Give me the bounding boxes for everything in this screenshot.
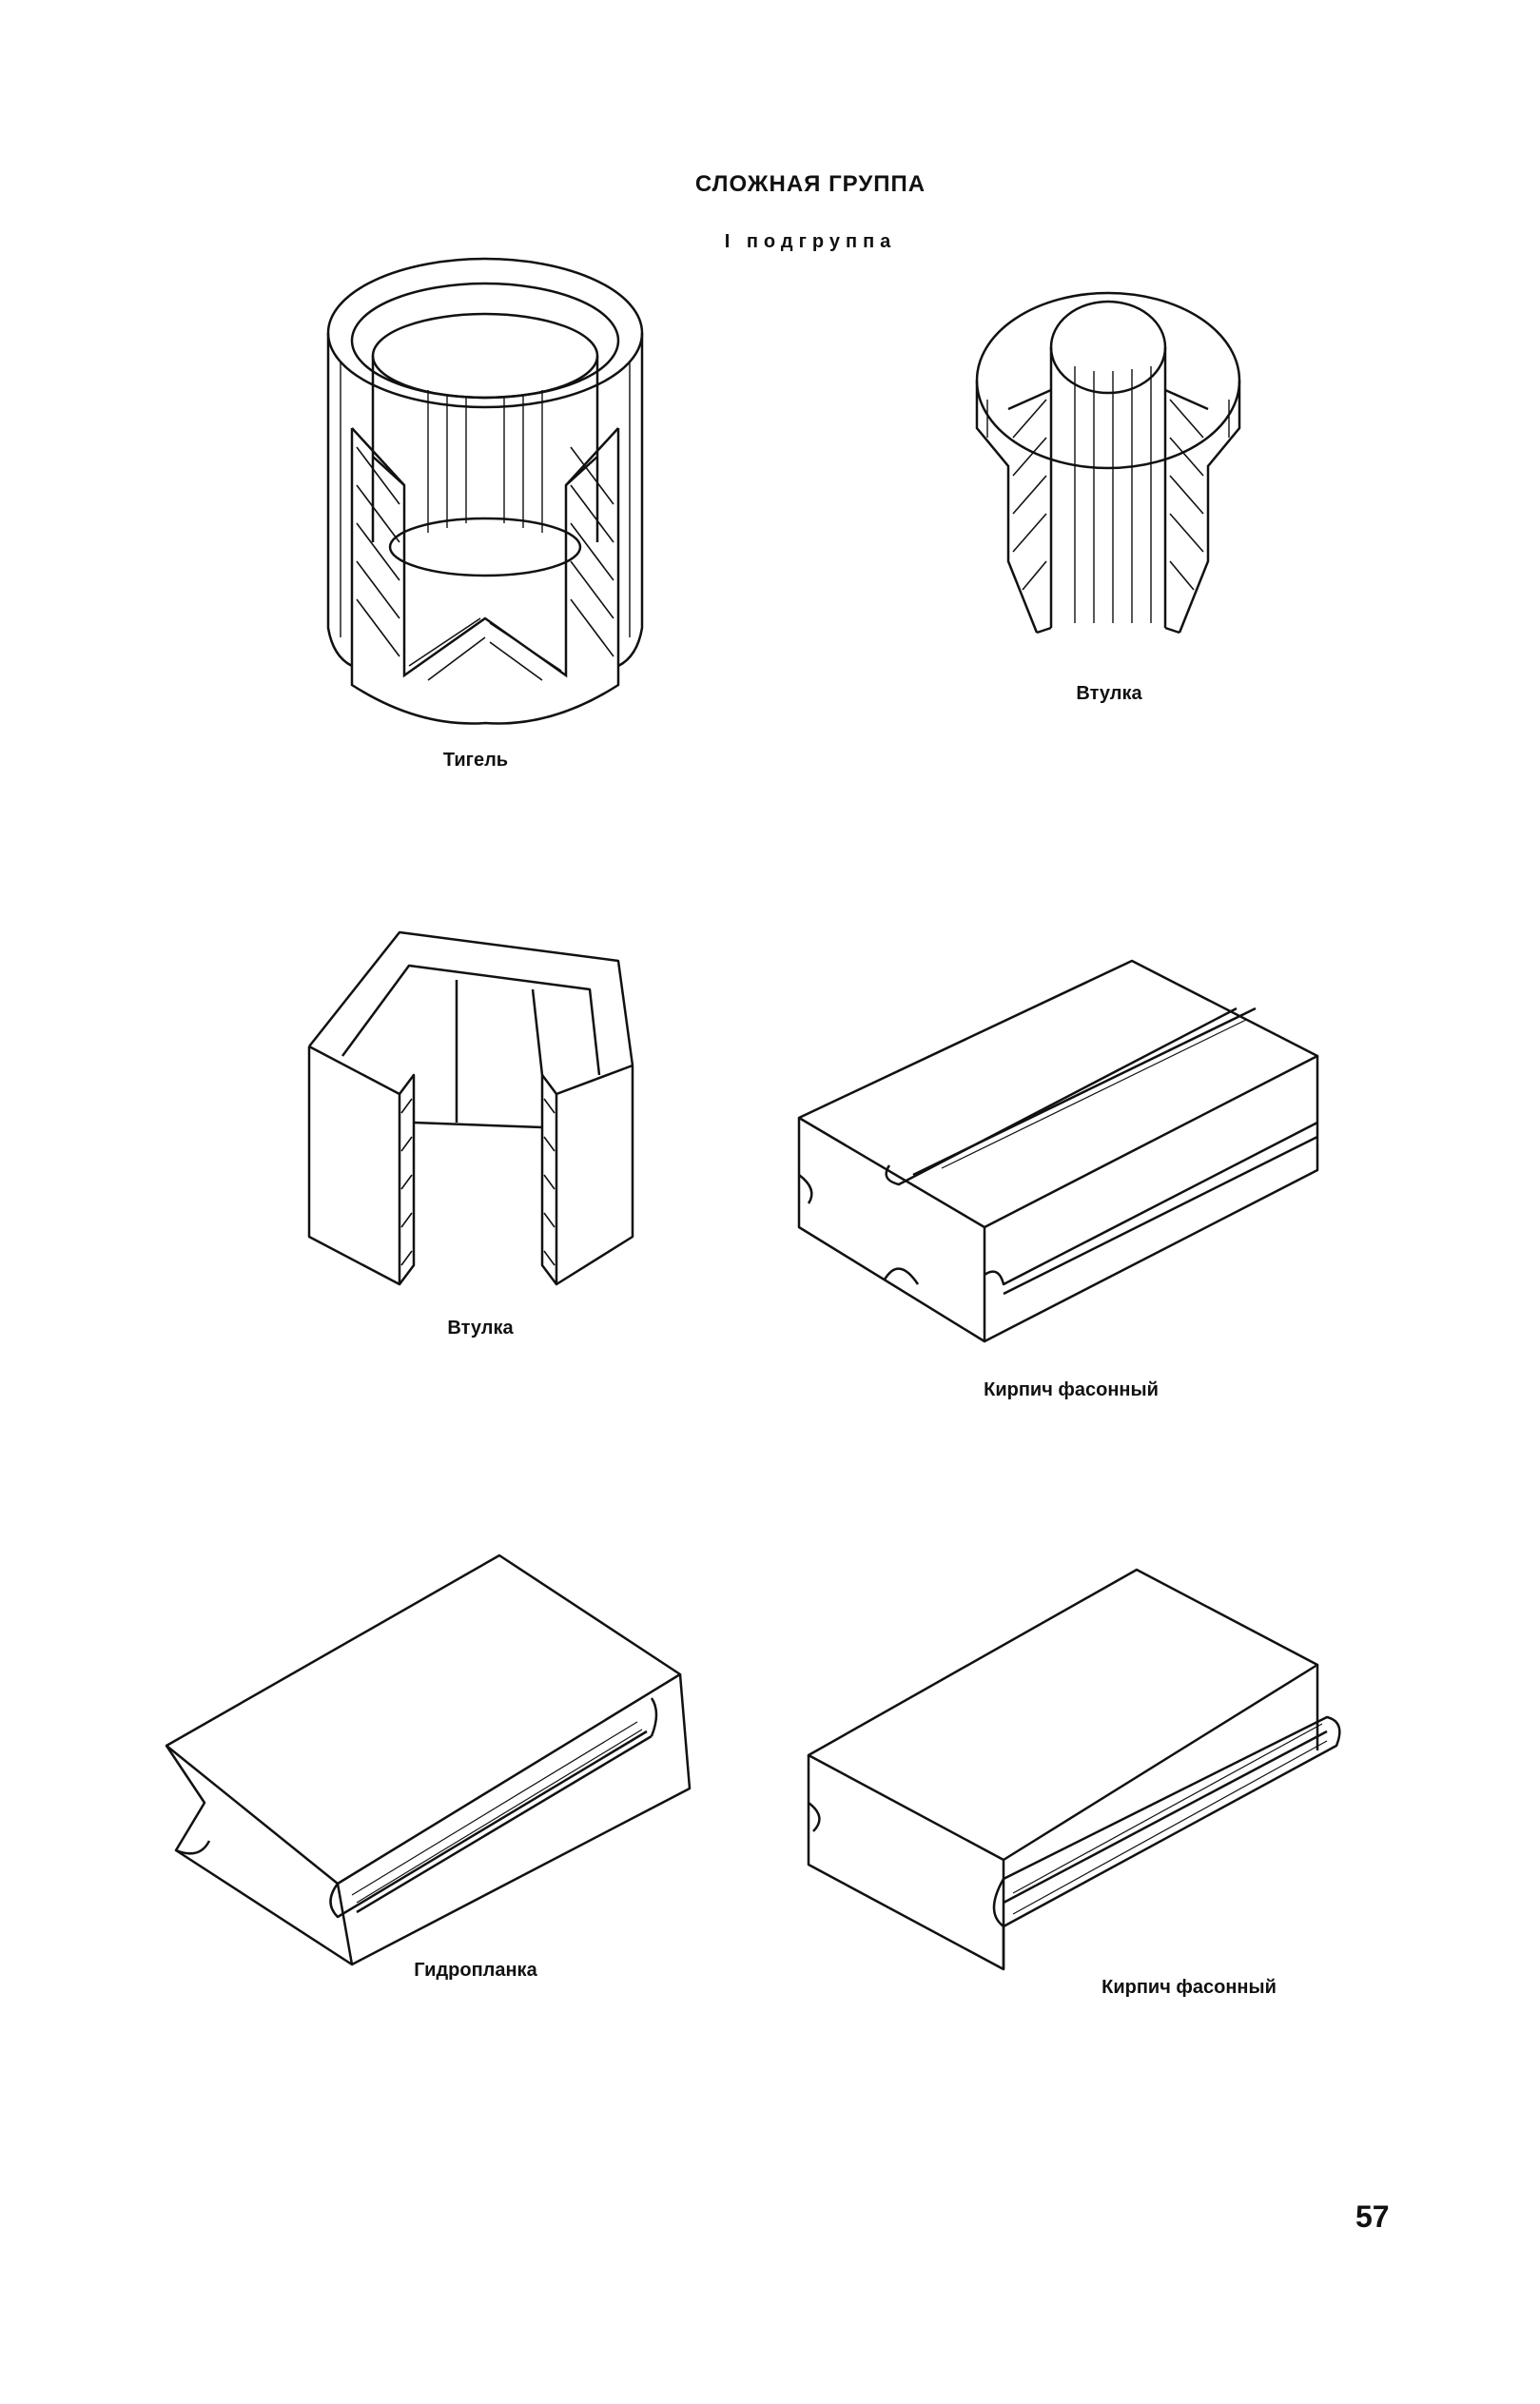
page-number: 57 <box>1355 2199 1390 2234</box>
hydro-plank-drawing <box>162 1551 694 1979</box>
crucible-drawing <box>314 257 656 733</box>
sleeve-hex-caption: Втулка <box>447 1318 514 1339</box>
sleeve-hex-drawing <box>304 923 656 1303</box>
page-heading: СЛОЖНАЯ ГРУППА <box>694 171 926 197</box>
shaped-brick-grooved-caption: Кирпич фасонный <box>984 1379 1159 1400</box>
shaped-brick-ridged-drawing <box>799 1560 1351 1988</box>
shaped-brick-grooved-drawing <box>789 951 1332 1351</box>
sleeve-round-caption: Втулка <box>1076 683 1142 704</box>
page-subheading: I подгруппа <box>724 231 897 252</box>
shaped-brick-ridged-caption: Кирпич фасонный <box>1101 1977 1277 1998</box>
sleeve-round-drawing <box>970 276 1246 656</box>
hydro-plank-caption: Гидропланка <box>414 1960 537 1981</box>
crucible-caption: Тигель <box>442 750 509 771</box>
